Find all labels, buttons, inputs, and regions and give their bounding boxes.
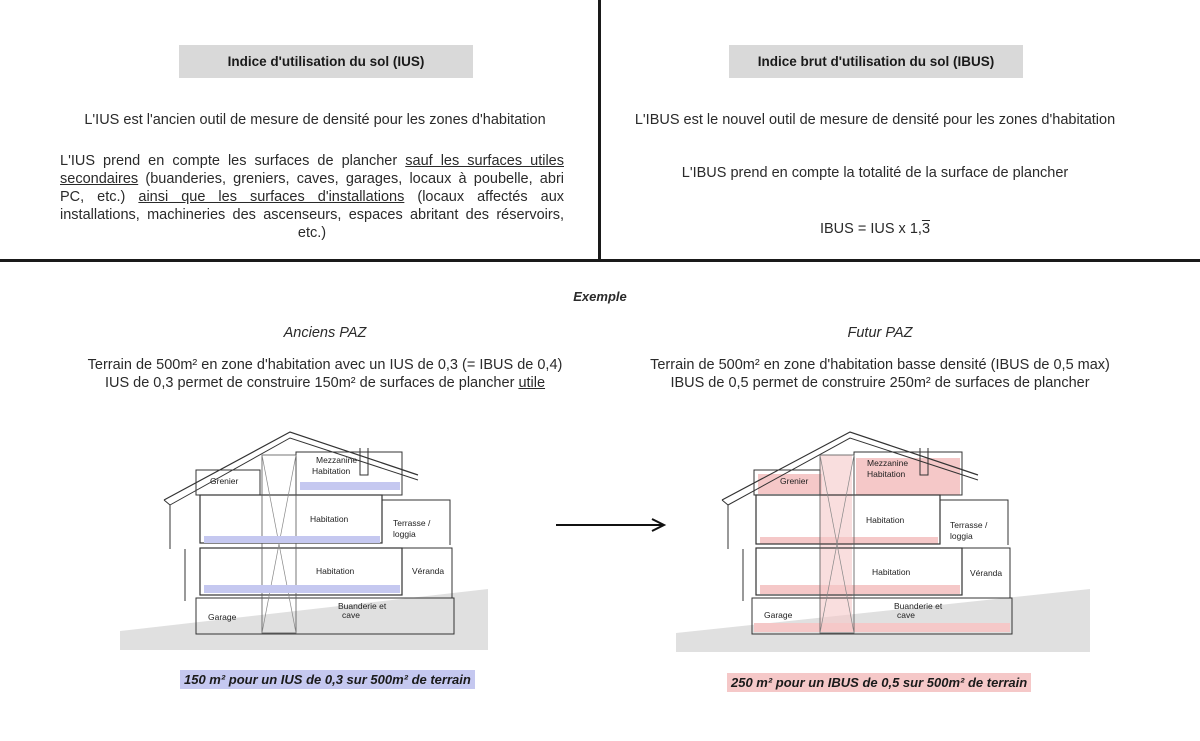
label-habitation-0: Habitation [316, 566, 355, 576]
label-terrasse: Terrasse / [393, 518, 431, 528]
label-buanderie: Buanderie et [338, 601, 387, 611]
ibus-description: L'IBUS prend en compte la totalité de la… [681, 165, 1069, 181]
highlight-basement [754, 623, 1010, 632]
highlight-floor1 [204, 536, 380, 543]
highlight-floor0 [760, 585, 960, 594]
house-diagram-ius: Grenier Mezzanine Habitation Habitation … [120, 431, 488, 650]
label-veranda: Véranda [412, 566, 444, 576]
left-line2: IUS de 0,3 permet de construire 150m² de… [104, 375, 546, 391]
label-buanderie: Buanderie et [894, 601, 943, 611]
example-title: Exemple [573, 289, 627, 304]
ius-result: 150 m² pour un IUS de 0,3 sur 500m² de t… [180, 670, 475, 689]
label-loggia: loggia [950, 531, 973, 541]
label-habitation-1: Habitation [866, 515, 905, 525]
vertical-divider [598, 0, 601, 260]
ius-description: L'IUS prend en compte les surfaces de pl… [60, 153, 565, 241]
highlight-mezzanine [300, 482, 400, 490]
label-mezzanine-hab: Habitation [312, 466, 351, 476]
highlight-mezzanine [856, 458, 960, 495]
house-diagram-ibus: Grenier Mezzanine Habitation Habitation … [676, 431, 1090, 652]
ius-definition: L'IUS est l'ancien outil de mesure de de… [84, 112, 546, 128]
ground [676, 589, 1090, 652]
label-habitation-0: Habitation [872, 567, 911, 577]
label-terrasse: Terrasse / [950, 520, 988, 530]
right-heading: Futur PAZ [847, 325, 913, 341]
label-mezzanine: Mezzanine [867, 458, 908, 468]
label-grenier: Grenier [210, 476, 239, 486]
right-line1: Terrain de 500m² en zone d'habitation ba… [650, 357, 1110, 373]
label-habitation-1: Habitation [310, 514, 349, 524]
left-heading: Anciens PAZ [283, 325, 367, 341]
highlight-floor0 [204, 585, 400, 593]
arrow-right-icon [556, 518, 667, 532]
horizontal-divider [0, 259, 1200, 262]
ibus-definition: L'IBUS est le nouvel outil de mesure de … [634, 112, 1116, 128]
ibus-title: Indice brut d'utilisation du sol (IBUS) [729, 45, 1023, 78]
label-loggia: loggia [393, 529, 416, 539]
ius-title: Indice d'utilisation du sol (IUS) [179, 45, 473, 78]
label-cave: cave [342, 610, 360, 620]
highlight-grenier [758, 474, 822, 494]
label-mezzanine-hab: Habitation [867, 469, 906, 479]
label-mezzanine: Mezzanine [316, 455, 357, 465]
label-veranda: Véranda [970, 568, 1002, 578]
label-garage: Garage [764, 610, 793, 620]
ibus-result: 250 m² pour un IBUS de 0,5 sur 500m² de … [727, 673, 1032, 692]
ibus-formula: IBUS = IUS x 1,3 [819, 221, 931, 237]
left-line1: Terrain de 500m² en zone d'habitation av… [87, 357, 563, 373]
highlight-floor1 [760, 537, 938, 544]
label-grenier: Grenier [780, 476, 809, 486]
label-cave: cave [897, 610, 915, 620]
label-garage: Garage [208, 612, 237, 622]
right-line2: IBUS de 0,5 permet de construire 250m² d… [670, 375, 1090, 391]
ground [120, 589, 488, 650]
